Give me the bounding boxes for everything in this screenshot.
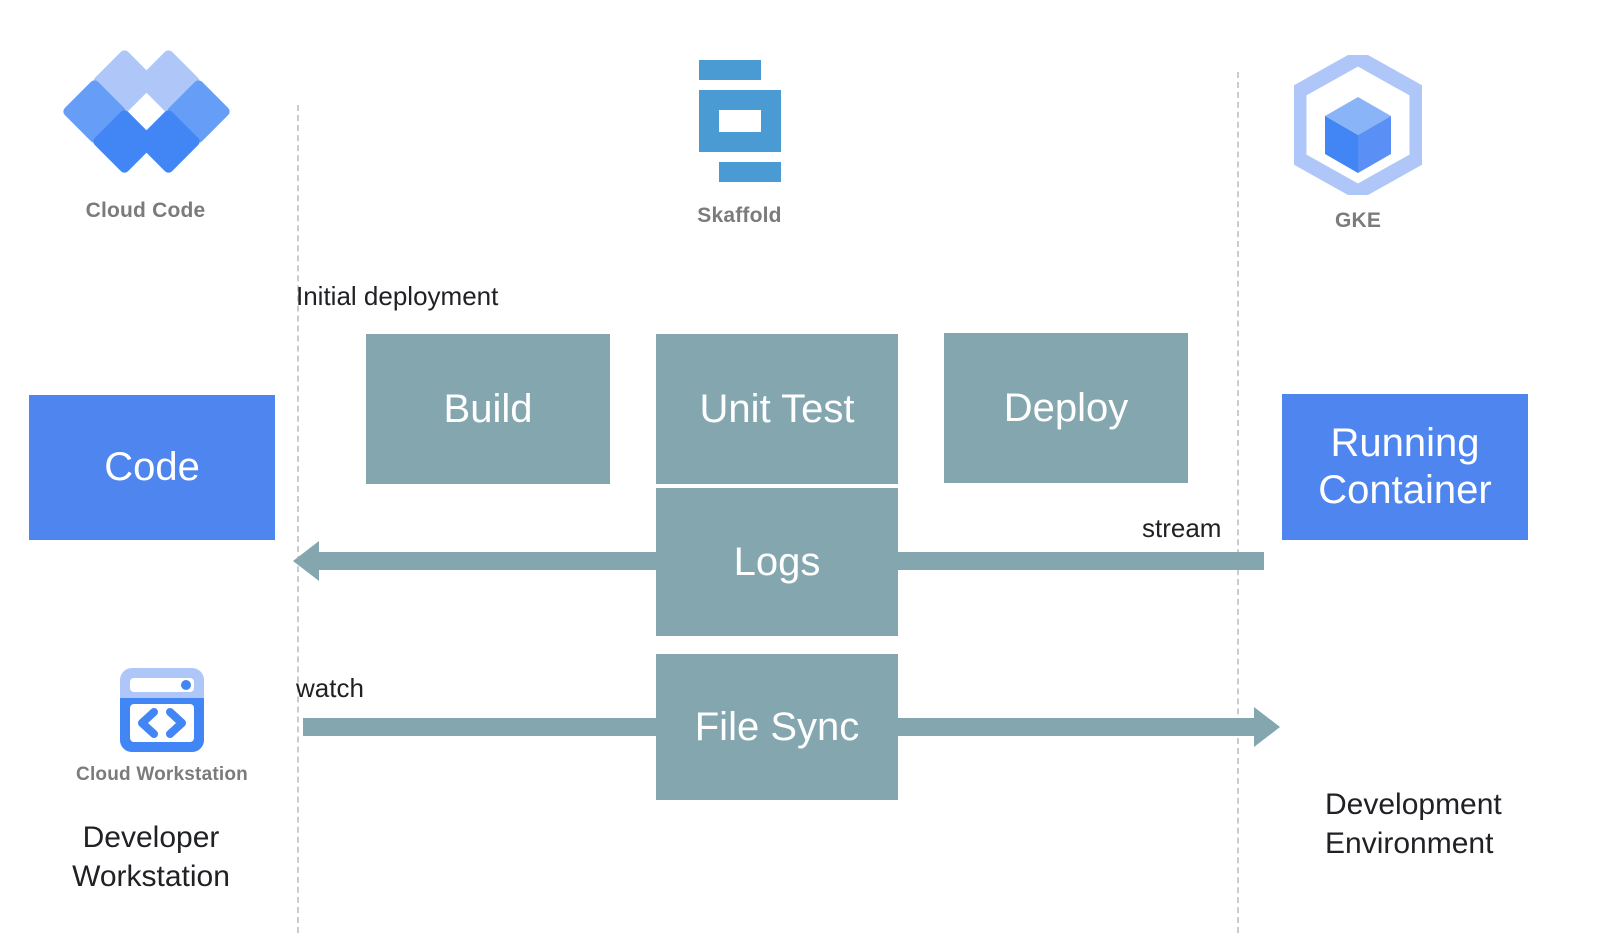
zone-label-developer-workstation: Developer Workstation [20, 818, 282, 896]
cloud-code-icon [60, 48, 232, 180]
box-build[interactable]: Build [366, 334, 610, 484]
gke-icon [1291, 50, 1425, 200]
label-watch: watch [296, 673, 364, 703]
label-initial-deployment: Initial deployment [296, 281, 499, 311]
skaffold-caption: Skaffold [697, 204, 782, 227]
skaffold-icon [680, 60, 800, 182]
box-code[interactable]: Code [29, 395, 275, 540]
box-logs[interactable]: Logs [656, 488, 898, 636]
logs-arrow-shaft-right [892, 552, 1264, 570]
logs-arrow-shaft-left [318, 552, 662, 570]
box-deploy[interactable]: Deploy [944, 333, 1188, 483]
gke-logo-block: GKE [1252, 50, 1464, 233]
boundary-line-right [1237, 72, 1239, 933]
cloud-workstation-icon [116, 664, 208, 756]
cloud-workstation-caption: Cloud Workstation [76, 764, 248, 785]
zone-label-development-environment: Development Environment [1325, 785, 1600, 863]
box-running-container[interactable]: Running Container [1282, 394, 1528, 540]
file-sync-arrow-shaft-right [892, 718, 1254, 736]
logs-arrowhead-icon [293, 541, 319, 581]
developer-workstation-line-2: Workstation [72, 860, 230, 893]
cloud-code-caption: Cloud Code [85, 199, 206, 222]
boundary-line-left [297, 105, 299, 933]
cloud-code-logo-block: Cloud Code [38, 48, 253, 223]
cloud-workstation-logo-block: Cloud Workstation [57, 664, 267, 786]
running-container-line-2: Container [1318, 468, 1492, 512]
gke-caption: GKE [1334, 209, 1382, 232]
skaffold-logo-block: Skaffold [632, 60, 847, 228]
running-container-line-1: Running [1330, 421, 1480, 466]
development-environment-line-1: Development [1325, 788, 1502, 821]
developer-workstation-line-1: Developer [82, 821, 220, 854]
development-environment-line-2: Environment [1325, 827, 1494, 860]
box-unit-test[interactable]: Unit Test [656, 334, 898, 484]
file-sync-arrowhead-icon [1254, 707, 1280, 747]
file-sync-arrow-shaft-left [303, 718, 663, 736]
box-file-sync[interactable]: File Sync [656, 654, 898, 800]
label-stream: stream [1142, 513, 1222, 543]
